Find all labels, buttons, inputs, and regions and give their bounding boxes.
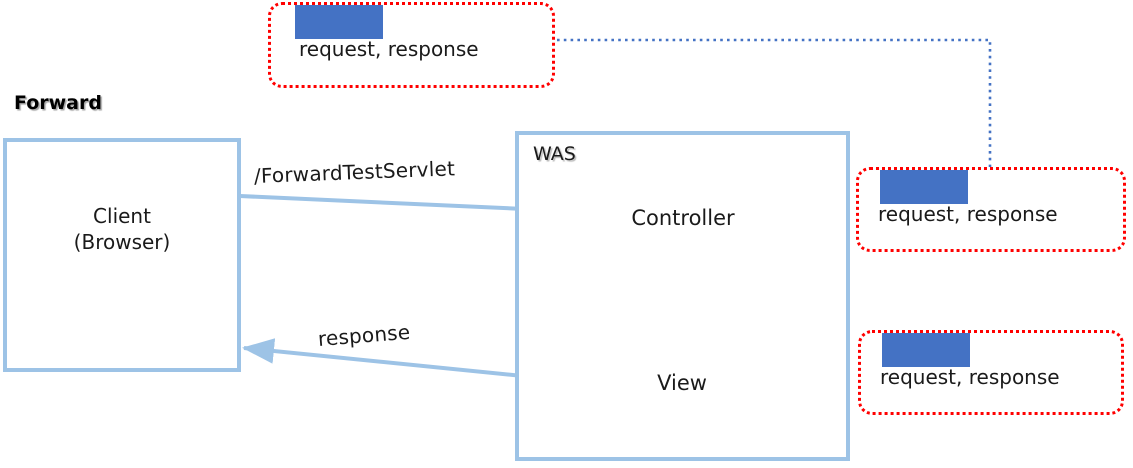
callout-middle-right-text: request, response [878, 202, 1058, 226]
view-label: View [657, 371, 707, 395]
request-edge-label: /ForwardTestServlet [253, 156, 456, 188]
callout-middle-right-swatch [880, 170, 968, 204]
callout-top-left-swatch [295, 5, 383, 39]
callout-top-left-text: request, response [299, 37, 479, 61]
controller-label: Controller [631, 206, 735, 230]
callout-bottom-right-swatch [882, 333, 970, 367]
callout-top-left: request, response [268, 2, 555, 88]
callout-bottom-right: request, response [858, 330, 1124, 415]
was-box-label: WAS [533, 143, 576, 165]
was-box: WAS [515, 131, 850, 461]
page-title: Forward [14, 92, 102, 114]
callout-bottom-right-text: request, response [880, 365, 1060, 389]
callout-middle-right: request, response [856, 167, 1126, 252]
client-box-label: Client (Browser) [7, 204, 237, 255]
response-edge-label: response [317, 319, 412, 351]
client-label-line2: (Browser) [73, 229, 171, 254]
client-box: Client (Browser) [3, 138, 241, 372]
client-label-line1: Client [93, 204, 151, 228]
